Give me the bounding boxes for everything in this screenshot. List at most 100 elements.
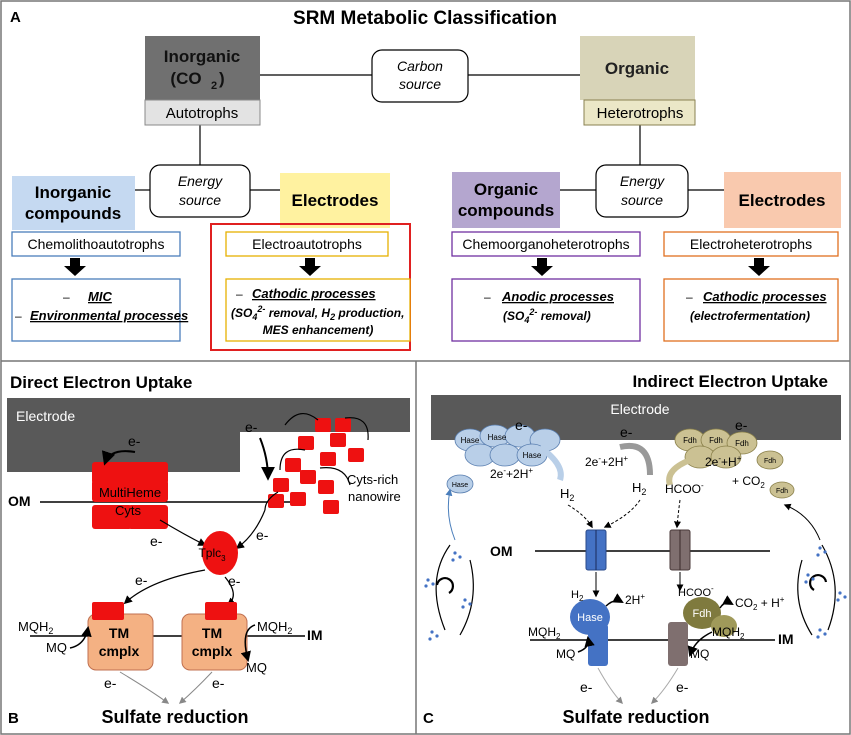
hase-label: Hase	[523, 451, 542, 460]
broad-arrow-center	[619, 442, 653, 476]
chemolithoautotrophs-box	[11, 231, 181, 257]
co2-reactant: + CO2	[732, 474, 765, 490]
energy-source-box-right	[595, 164, 689, 218]
mqh2-c-right: MQH2	[712, 625, 745, 641]
plus-h-text: + H	[757, 596, 779, 610]
broad-arrow-hase	[538, 444, 564, 481]
electrodes-label-left: Electrodes	[292, 191, 379, 210]
mq-c-arrow-right	[687, 631, 713, 657]
cathodic-processes-label: Cathodic processes	[252, 286, 376, 301]
energy-source-box-left	[149, 164, 251, 218]
im-label-c: IM	[778, 631, 794, 647]
fdh-label: Fdh	[683, 436, 697, 445]
so4-superscript: 2-	[256, 304, 265, 314]
electron-label: e-	[212, 675, 225, 691]
two-e: 2e	[705, 455, 719, 469]
dash: –	[484, 290, 491, 304]
electron-label: e-	[228, 573, 241, 589]
co2-sub: 2	[760, 481, 765, 490]
mqh2-sub: 2	[740, 632, 745, 641]
mq-c-right: MQ	[690, 647, 709, 661]
plus-sup: +	[528, 466, 533, 475]
cathodic-detail-line1: (SO42- removal, H2 production,	[231, 304, 404, 322]
electron-arrow-1	[101, 450, 136, 466]
electroautotrophs-label: Electroautotrophs	[252, 236, 362, 252]
fdh-label: Fdh	[709, 436, 723, 445]
electroheterotrophs-label: Electroheterotrophs	[690, 236, 812, 252]
proton-release-arrow	[605, 593, 624, 607]
electron-arrow-7	[119, 671, 170, 704]
fdh-label: Fdh	[764, 458, 776, 465]
hcoo-text: HCOO	[678, 587, 711, 599]
chemoorganoheterotrophs-box	[451, 231, 641, 257]
panel-c-letter: C	[423, 710, 434, 727]
fdh-label: Fdh	[776, 488, 788, 495]
inorganic-compounds-line1: Inorganic	[35, 183, 112, 202]
panel-c-title: Indirect Electron Uptake	[632, 372, 828, 391]
co2-text: + CO	[732, 474, 760, 488]
tm-complex-2-heme	[205, 602, 237, 620]
plus-sup: +	[780, 595, 785, 604]
cytochrome-nanowire	[268, 418, 364, 514]
h-text: H	[632, 480, 641, 495]
hcoo-text: HCOO	[665, 482, 701, 496]
electrode-c-label: Electrode	[610, 401, 669, 417]
cycling-icon-left	[424, 488, 474, 641]
mqh-text: MQH	[528, 625, 556, 639]
hase-label: Hase	[488, 433, 507, 442]
h2-left: H2	[560, 486, 574, 503]
om-label-c: OM	[490, 543, 513, 559]
fdh-label: Fdh	[735, 439, 749, 448]
electron-arrow-2	[259, 437, 275, 481]
electron-label: e-	[515, 417, 528, 433]
electron-label: e-	[256, 527, 269, 543]
formate-dehydrogenase-cluster	[674, 428, 795, 499]
multiheme-cytochromes	[92, 462, 168, 529]
environmental-processes-label: Environmental processes	[30, 308, 188, 323]
heterotrophs-label: Heterotrophs	[597, 105, 684, 122]
electron-label: e-	[580, 679, 593, 695]
electrohetero-process-box	[663, 278, 839, 342]
carbon-source-line2: source	[399, 76, 441, 92]
h2-right: H2	[632, 480, 646, 497]
down-arrow-icon	[531, 258, 553, 276]
multiheme-label-1: MultiHeme	[99, 485, 161, 500]
electroauto-process-box	[225, 278, 411, 342]
panel-a-title: SRM Metabolic Classification	[293, 8, 557, 29]
energy-source-right-line2: source	[621, 192, 663, 208]
so4-subscript: 4	[251, 312, 257, 322]
fdh-membrane-enzyme	[683, 597, 721, 629]
autotrophs-label: Autotrophs	[166, 105, 239, 122]
co2-sub: 2	[753, 603, 758, 612]
cathodic-processes-label-2: Cathodic processes	[703, 289, 827, 304]
electron-arrow-c-right	[651, 667, 679, 704]
so4-superscript: 2-	[528, 307, 537, 317]
inorganic-label: Inorganic	[164, 47, 241, 66]
mq-arrow-left	[69, 625, 92, 649]
h2-diffusion-arrow-2	[603, 499, 641, 528]
tplc3-cytochrome	[202, 531, 238, 575]
electron-label: e-	[135, 572, 148, 588]
hase-label: Hase	[461, 436, 480, 445]
co2-close: )	[219, 69, 225, 88]
cmplx-label-1: cmplx	[99, 643, 140, 659]
mic-label: MIC	[88, 289, 112, 304]
so4-text: (SO	[231, 306, 253, 320]
electrofermentation-label: (electrofermentation)	[690, 309, 810, 323]
energy-source-right-line1: Energy	[620, 173, 665, 189]
so4-subscript: 4	[523, 315, 529, 325]
electrode-b-label: Electrode	[16, 408, 75, 424]
tplc-text: Tplc	[198, 546, 221, 560]
minus-sup: -	[503, 466, 506, 475]
electrodes-box-peach	[724, 172, 841, 228]
electroheterotrophs-box	[663, 231, 839, 257]
cmplx-label-2: cmplx	[192, 643, 233, 659]
tm-complex-1	[87, 613, 154, 671]
panel-b-letter: B	[8, 710, 19, 727]
om-label-b: OM	[8, 493, 31, 509]
tm-label-1: TM	[109, 625, 129, 641]
cathodic-detail-line2: MES enhancement)	[263, 323, 374, 337]
hcoo-sup: -	[701, 481, 704, 490]
co2-label: (CO	[170, 69, 201, 88]
